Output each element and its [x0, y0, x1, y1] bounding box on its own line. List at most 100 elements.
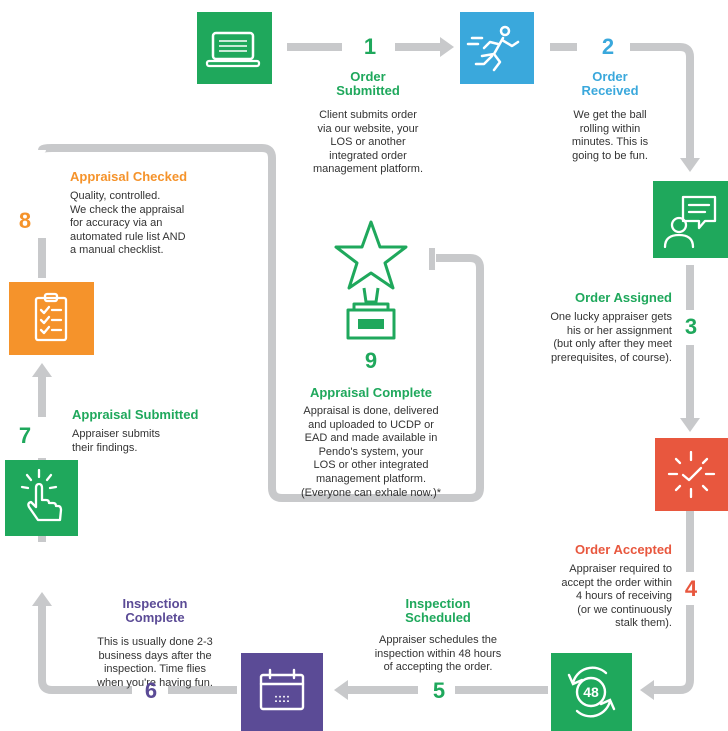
description-line: EAD and made available in [304, 432, 438, 445]
description-line: LOS or another [330, 136, 406, 149]
step-9-description: Appraisal is done, delivered and uploade… [282, 405, 460, 500]
step-6-title: Inspection Complete [95, 597, 215, 625]
arrow-to-2 [440, 37, 454, 57]
arrow-to-4 [680, 418, 700, 432]
description-line: a manual checklist. [70, 244, 164, 257]
description-line: inspection within 48 hours [374, 647, 502, 660]
description-line: management platform. [312, 163, 424, 176]
description-line: his or her assignment [566, 324, 672, 337]
step-8-description: Quality, controlled. We check the apprai… [70, 190, 260, 258]
connector-6-7 [38, 602, 132, 694]
step-7-number: 7 [18, 423, 32, 448]
description-line: rolling within [579, 122, 641, 135]
arrow-to-3 [680, 158, 700, 172]
connector-8-9 [38, 144, 484, 502]
connector-2-3 [630, 43, 694, 162]
description-line: accept the order within [561, 576, 672, 589]
step-9-icon [326, 218, 416, 342]
description-line: inspection. Time flies [103, 663, 207, 676]
step-7-title-line: Appraisal Submitted [72, 407, 199, 422]
description-line: their findings. [72, 441, 138, 454]
tap-hand-icon [5, 460, 78, 536]
step-3-description: One lucky appraiser gets his or her assi… [520, 311, 672, 365]
description-line: 4 hours of receiving [576, 590, 672, 603]
description-line: (but only after they meet [553, 338, 672, 351]
48-hours-icon: 48 [551, 653, 632, 731]
step-2-title-line: Order [592, 69, 628, 84]
step-7-title: Appraisal Submitted [72, 408, 272, 422]
step-5-icon-box: 48 [551, 653, 632, 731]
description-line: automated rule list AND [70, 230, 186, 243]
description-line: going to be fun. [572, 149, 648, 162]
step-5-title-line: Inspection [405, 596, 471, 611]
description-line: Client submits order [319, 109, 417, 121]
step-3-icon-box [653, 181, 728, 258]
step-5-title-line: Scheduled [405, 610, 471, 625]
step-4-title: Order Accepted [530, 543, 672, 557]
description-line: integrated order [329, 149, 407, 162]
step-9-title-line: Appraisal Complete [309, 385, 433, 400]
step-9-number: 9 [364, 348, 378, 373]
step-6-title-line: Complete [125, 610, 185, 625]
step-1-title-line: Order [350, 69, 386, 84]
person-message-icon [653, 181, 728, 258]
step-6-number: 6 [144, 678, 158, 703]
48-badge: 48 [583, 684, 599, 700]
description-line: business days after the [98, 649, 212, 662]
step-8-icon-box [9, 282, 94, 355]
step-2-title: Order Received [560, 70, 660, 98]
description-line: This is usually done 2-3 [97, 636, 213, 648]
description-line: Appraiser schedules the [378, 634, 497, 646]
step-1-title-line: Submitted [336, 83, 400, 98]
step-4-description: Appraiser required to accept the order w… [525, 563, 672, 631]
description-line: of accepting the order. [383, 661, 493, 674]
step-1-icon-box [197, 12, 272, 84]
arrow-to-7 [32, 592, 52, 606]
description-line: LOS or other integrated [313, 459, 429, 472]
runner-icon [460, 12, 534, 84]
description-line: Appraiser submits [72, 428, 161, 440]
step-4-icon-box [655, 438, 728, 511]
step-2-description: We get the ball rolling within minutes. … [552, 109, 668, 163]
description-line: Pendo's system, your [318, 445, 424, 458]
description-line: and uploaded to UCDP or [308, 418, 434, 431]
description-line: Appraisal is done, delivered [303, 405, 439, 417]
step-2-icon-box [460, 12, 534, 84]
step-7-icon-box [5, 460, 78, 536]
step-6-icon-box: :::: [241, 653, 323, 731]
description-line: via our website, your [317, 122, 419, 135]
description-line: management platform. [315, 472, 427, 485]
step-3-title-line: Order Assigned [574, 290, 672, 305]
step-5-description: Appraiser schedules the inspection withi… [348, 634, 528, 675]
step-1-number: 1 [363, 34, 377, 59]
step-6-description: This is usually done 2-3 business days a… [80, 636, 230, 690]
description-line: stalk them). [615, 617, 672, 630]
step-8-number: 8 [18, 208, 32, 233]
step-4-number: 4 [684, 576, 698, 601]
step-5-title: Inspection Scheduled [388, 597, 488, 625]
connector-4-5 [652, 605, 694, 694]
trophy-icon [334, 220, 408, 340]
calendar-icon: :::: [241, 653, 323, 731]
arrow-to-8 [32, 363, 52, 377]
step-8-title-line: Appraisal Checked [70, 169, 188, 184]
description-line: Quality, controlled. [70, 190, 161, 202]
step-9-title: Appraisal Complete [290, 386, 452, 400]
description-line: We check the appraisal [70, 203, 185, 216]
description-line: Appraiser required to [569, 563, 672, 575]
step-5-number: 5 [432, 678, 446, 703]
arrow-to-5 [640, 680, 654, 700]
step-2-title-line: Received [581, 83, 639, 98]
calendar-grid-glyph: :::: [274, 691, 290, 705]
step-3-title: Order Assigned [530, 291, 672, 305]
step-3-number: 3 [684, 314, 698, 339]
step-1-description: Client submits order via our website, yo… [298, 109, 438, 177]
description-line: (Everyone can exhale now.)* [300, 486, 442, 499]
description-line: We get the ball [573, 109, 647, 121]
step-7-description: Appraiser submits their findings. [72, 428, 222, 455]
step-6-title-line: Inspection [122, 596, 188, 611]
step-1-title: Order Submitted [318, 70, 418, 98]
step-2-number: 2 [601, 34, 615, 59]
laptop-icon [197, 12, 272, 84]
